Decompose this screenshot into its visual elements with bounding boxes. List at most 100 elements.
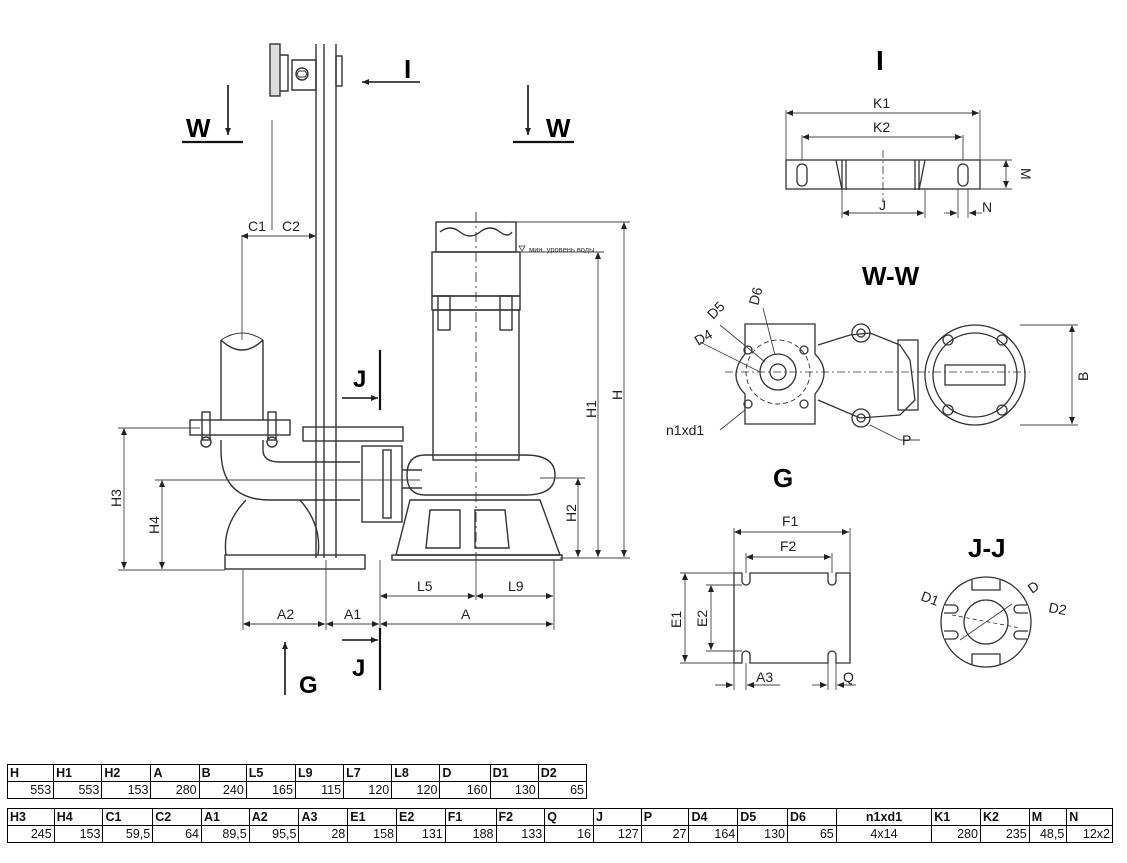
table-header: n1xd1 xyxy=(835,808,933,826)
table-cell: 153 xyxy=(53,825,104,843)
table-row2-headers: H3 H4 C1 C2 A1 A2 A3 E1 E2 F1 F2 Q J P D… xyxy=(7,808,1113,826)
table-cell: 235 xyxy=(979,825,1030,843)
dim-d6: D6 xyxy=(745,285,765,307)
dim-e1: E1 xyxy=(668,611,684,628)
dim-h: H xyxy=(609,390,625,400)
dim-d4: D4 xyxy=(692,326,716,349)
table-cell: 65 xyxy=(537,781,588,799)
table-header: M xyxy=(1028,808,1068,826)
table-cell: 158 xyxy=(347,825,397,843)
side-view xyxy=(189,43,563,570)
table-header: L7 xyxy=(343,764,393,782)
dim-h4: H4 xyxy=(146,516,162,534)
table-cell: 12x2 xyxy=(1066,825,1113,843)
dim-h3: H3 xyxy=(108,489,124,507)
dim-d2: D2 xyxy=(1047,599,1068,618)
table-cell: 64 xyxy=(152,825,202,843)
table-header: L8 xyxy=(391,764,441,782)
section-j-top-label: J xyxy=(353,366,366,393)
dimensions-table-row1: H H1 H2 A B L5 L9 L7 L8 D D1 D2 553 553 … xyxy=(6,764,588,799)
dim-h2: H2 xyxy=(563,504,579,522)
table-header: K2 xyxy=(979,808,1030,826)
table-header: F2 xyxy=(495,808,546,826)
view-g-title: G xyxy=(773,463,793,493)
dim-c1: C1 xyxy=(248,218,266,234)
dim-f1: F1 xyxy=(782,513,799,529)
table-cell: 553 xyxy=(6,781,55,799)
dim-l9: L9 xyxy=(508,578,524,594)
table-header: H1 xyxy=(53,764,103,782)
section-i-label: I xyxy=(404,54,411,84)
table-cell: 4x14 xyxy=(835,825,933,843)
table-header: H4 xyxy=(53,808,104,826)
section-j-bottom-label: J xyxy=(352,655,365,682)
dim-m: M xyxy=(1018,168,1034,180)
dim-k1: K1 xyxy=(873,95,890,111)
table-cell: 130 xyxy=(737,825,788,843)
table-header: C2 xyxy=(152,808,202,826)
view-g-base-plate xyxy=(733,572,851,664)
table-header: D6 xyxy=(787,808,837,826)
dim-e2: E2 xyxy=(694,610,710,627)
dim-a: A xyxy=(461,606,471,622)
table-cell: 65 xyxy=(787,825,837,843)
table-cell: 164 xyxy=(688,825,739,843)
table-cell: 130 xyxy=(489,781,539,799)
table-cell: 127 xyxy=(593,825,642,843)
view-i-title: I xyxy=(876,45,884,76)
section-g-label: G xyxy=(299,672,318,699)
table-header: E1 xyxy=(347,808,397,826)
dim-f2: F2 xyxy=(780,538,797,554)
table-header: D1 xyxy=(489,764,539,782)
side-view-dimensions xyxy=(118,120,630,630)
dim-d1: D1 xyxy=(919,588,941,609)
table-header: H xyxy=(6,764,55,782)
section-w-left-label: W xyxy=(186,113,211,143)
dim-n1xd1: n1xd1 xyxy=(666,422,704,438)
view-jj-title: J-J xyxy=(968,533,1006,563)
dim-d5: D5 xyxy=(704,298,728,322)
table-cell: 245 xyxy=(7,825,55,843)
table-cell: 48,5 xyxy=(1028,825,1068,843)
table-cell: 133 xyxy=(495,825,546,843)
dim-a3: A3 xyxy=(756,669,773,685)
table-header: A xyxy=(150,764,200,782)
dim-a1: A1 xyxy=(344,606,361,622)
table-header: K1 xyxy=(931,808,981,826)
table-row1-values: 553 553 153 280 240 165 115 120 120 160 … xyxy=(6,781,588,799)
dim-h1: H1 xyxy=(583,400,599,418)
dim-c2: C2 xyxy=(282,218,300,234)
dim-j: J xyxy=(879,197,886,213)
table-row2-values: 245 153 59,5 64 89,5 95,5 28 158 131 188… xyxy=(7,825,1113,843)
table-row1-headers: H H1 H2 A B L5 L9 L7 L8 D D1 D2 xyxy=(6,764,588,782)
table-header: H2 xyxy=(101,764,152,782)
table-cell: 16 xyxy=(544,825,595,843)
view-jj-section xyxy=(940,576,1032,668)
view-ww-title: W-W xyxy=(862,261,920,291)
table-header: D2 xyxy=(537,764,588,782)
dim-q: Q xyxy=(843,669,854,685)
table-cell: 28 xyxy=(298,825,349,843)
table-cell: 160 xyxy=(439,781,491,799)
table-cell: 165 xyxy=(245,781,296,799)
table-header: J xyxy=(593,808,642,826)
table-header: B xyxy=(198,764,247,782)
table-header: D5 xyxy=(737,808,788,826)
dim-p: P xyxy=(902,432,911,448)
table-cell: 120 xyxy=(391,781,441,799)
table-cell: 553 xyxy=(53,781,103,799)
table-header: C1 xyxy=(102,808,154,826)
table-header: D4 xyxy=(688,808,739,826)
table-header: Q xyxy=(544,808,595,826)
dim-b: B xyxy=(1075,372,1091,381)
table-cell: 95,5 xyxy=(248,825,300,843)
dim-k2: K2 xyxy=(873,119,890,135)
dim-d: D xyxy=(1025,578,1042,597)
table-header: N xyxy=(1066,808,1113,826)
table-header: A3 xyxy=(298,808,349,826)
table-cell: 89,5 xyxy=(200,825,250,843)
table-header: L9 xyxy=(294,764,345,782)
table-cell: 131 xyxy=(395,825,446,843)
table-cell: 115 xyxy=(294,781,345,799)
table-header: A1 xyxy=(200,808,250,826)
